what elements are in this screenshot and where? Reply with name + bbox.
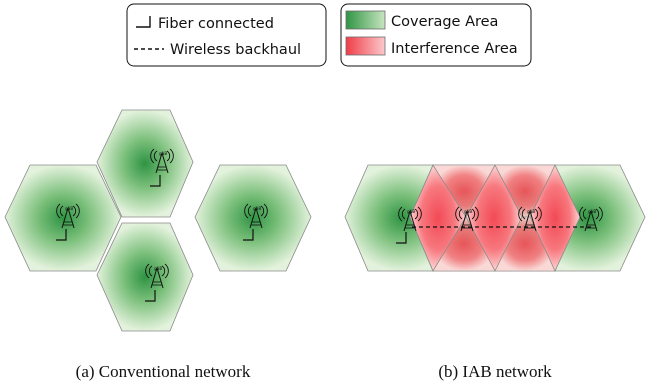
iab-node-2: gNB <box>455 206 479 232</box>
coverage-swatch <box>345 10 386 30</box>
legend-connection-types: Fiber connected Wireless backhaul <box>126 3 327 67</box>
coverage-cell-top <box>96 109 194 218</box>
caption-conventional: (a) Conventional network <box>76 362 251 381</box>
fiber-link-donor <box>396 232 407 244</box>
iab-node-4: gNB <box>579 206 603 232</box>
fiber-link-right <box>243 229 254 241</box>
interference-overlap-b <box>432 216 496 272</box>
base-station-top: gNB <box>150 148 174 174</box>
svg-text:gNB: gNB <box>588 209 597 214</box>
fiber-link-top <box>150 175 161 187</box>
interference-overlap-d <box>494 216 556 272</box>
coverage-cell-left <box>4 164 122 272</box>
svg-text:gNB: gNB <box>464 209 473 214</box>
conventional-network-diagram: gNB gNB gNB gNB <box>4 109 312 332</box>
svg-text:gNB: gNB <box>407 209 416 214</box>
coverage-label: Coverage Area <box>391 14 498 30</box>
svg-text:gNB: gNB <box>159 151 168 156</box>
svg-text:gNB: gNB <box>253 206 262 211</box>
svg-text:gNB: gNB <box>527 209 536 214</box>
fiber-line-symbol <box>136 16 151 28</box>
interference-overlap-a <box>432 164 496 218</box>
svg-text:gNB: gNB <box>65 206 74 211</box>
base-station-right: gNB <box>244 203 268 229</box>
caption-iab: (b) IAB network <box>438 362 552 381</box>
fiber-link-bottom <box>145 290 156 302</box>
base-station-bottom: gNB <box>145 263 169 289</box>
fiber-label: Fiber connected <box>158 16 274 32</box>
iab-donor-node: gNB <box>398 206 422 232</box>
fiber-link-left <box>56 229 67 241</box>
base-station-left: gNB <box>56 203 80 229</box>
interference-swatch <box>345 36 386 56</box>
iab-network-diagram: gNB gNB gNB gNB <box>344 164 646 272</box>
legend-areas: Coverage Area Interference Area <box>340 3 532 67</box>
coverage-cell-bottom <box>96 222 194 332</box>
wireless-label: Wireless backhaul <box>170 42 301 58</box>
svg-text:gNB: gNB <box>154 266 163 271</box>
iab-node-3: gNB <box>518 206 542 232</box>
interference-label: Interference Area <box>391 41 518 57</box>
